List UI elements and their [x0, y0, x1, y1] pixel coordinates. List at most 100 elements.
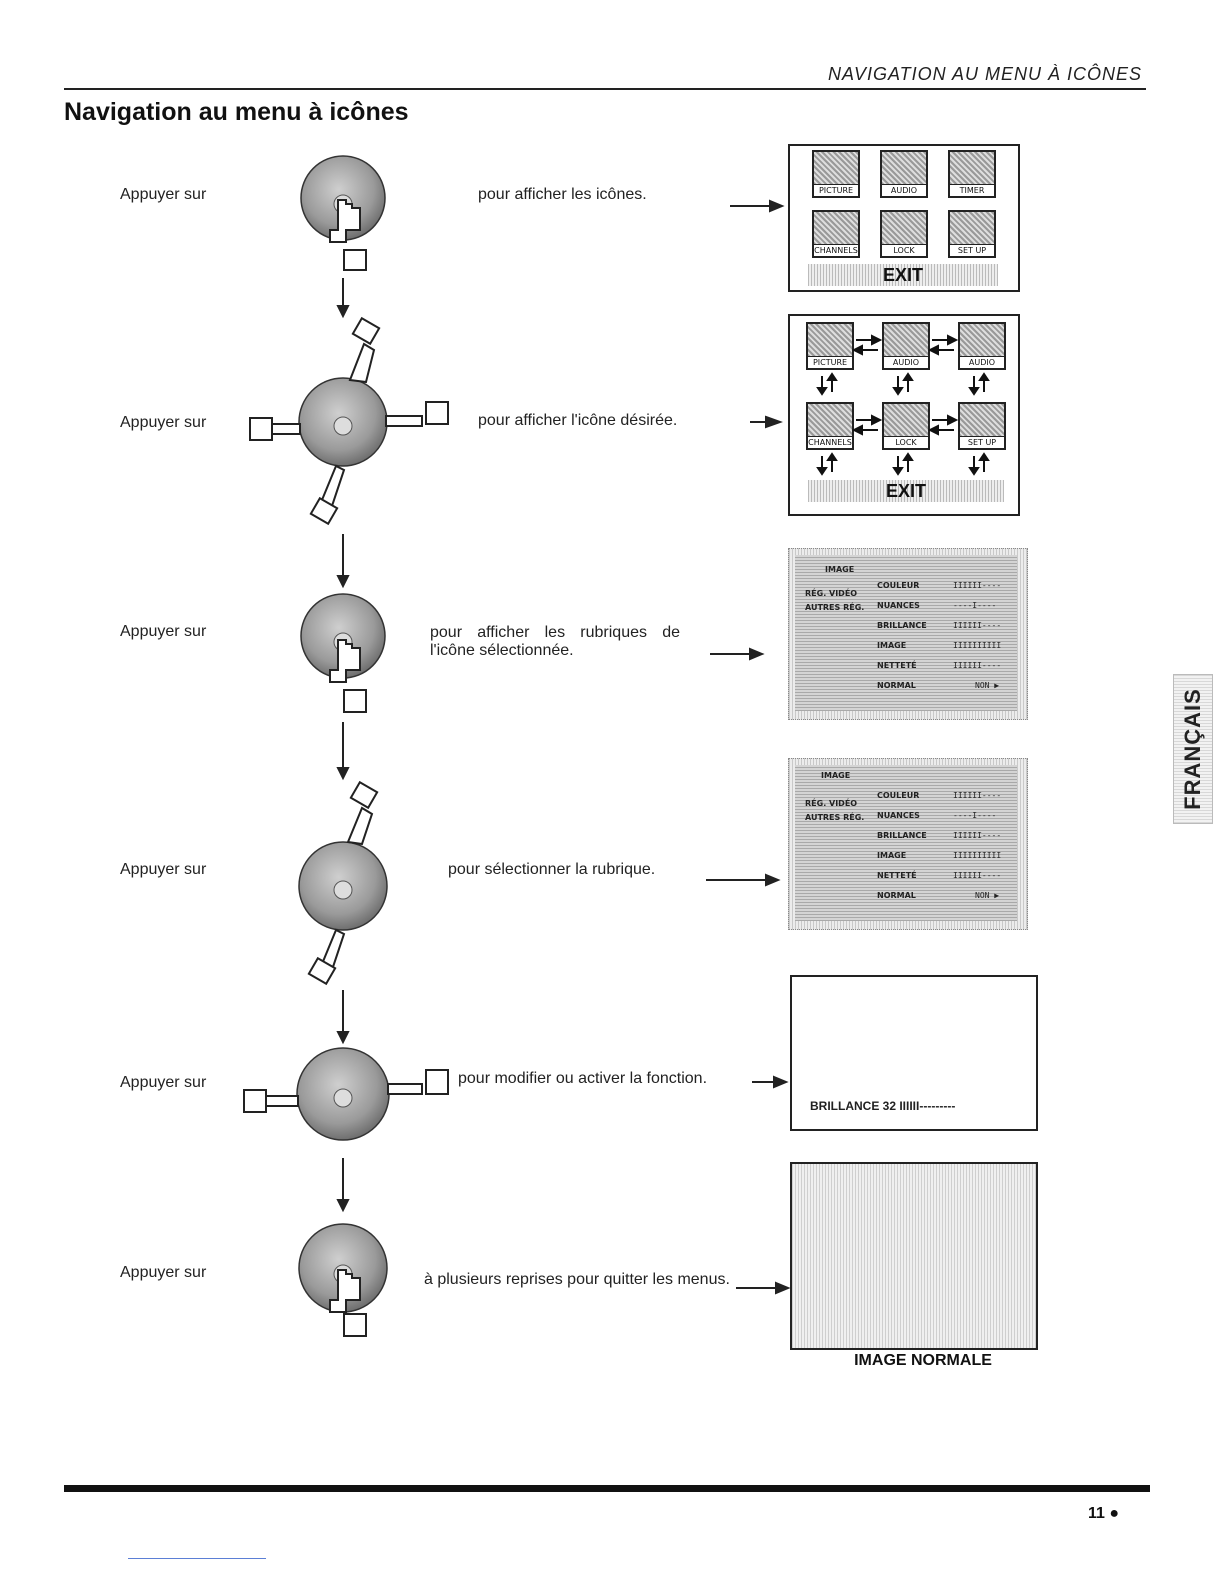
lock-label: LOCK: [882, 244, 926, 256]
menu-row-brillance: BRILLANCE: [877, 621, 927, 630]
left-hand-icon: [249, 417, 301, 441]
image-menu-screen: IMAGE RÉG. VIDÉO AUTRES RÉG. COULEUR III…: [788, 548, 1028, 720]
menu-row-nuances-2: NUANCES: [877, 811, 920, 820]
remote-disc-5: [296, 1047, 390, 1141]
menu-row-nettete-2: NETTETÉ: [877, 871, 917, 880]
step-3-text: pour afficher les rubriques de l'icône s…: [430, 624, 680, 659]
screen-arrow-4: [706, 873, 781, 887]
menu-row-nuances: NUANCES: [877, 601, 920, 610]
lock-icon: LOCK: [880, 210, 928, 258]
nav-arrows: [816, 334, 990, 476]
step-6-text: à plusieurs reprises pour quitter les me…: [424, 1271, 730, 1288]
step-2-label: Appuyer sur: [120, 414, 207, 431]
header-rule: [64, 88, 1146, 90]
audio-icon-2: AUDIO: [882, 322, 930, 370]
menu-row-image: IMAGE: [877, 641, 907, 650]
channels-icon: CHANNELS: [812, 210, 860, 258]
menu-val-couleur-2: IIIIII----: [953, 791, 1002, 800]
menu-row-nettete: NETTETÉ: [877, 661, 917, 670]
menu-tab-image-2: IMAGE: [821, 771, 851, 780]
menu-tab-image: IMAGE: [825, 565, 855, 574]
menu-val-nuances-2: ----I----: [953, 811, 997, 820]
menu-row-couleur-2: COULEUR: [877, 791, 920, 800]
language-tab-label: FRANÇAIS: [1180, 688, 1205, 810]
setup-label-2: SET UP: [960, 436, 1004, 448]
menu-val-image-2: IIIIIIIIII: [953, 851, 1002, 860]
brillance-readout: BRILLANCE 32 IIIIII---------: [810, 1099, 956, 1113]
menu-val-nuances: ----I----: [953, 601, 997, 610]
step-1-text: pour afficher les icônes.: [478, 186, 647, 203]
bottom-link-underline: [128, 1558, 266, 1559]
language-tab: FRANÇAIS: [1173, 674, 1213, 824]
setup-label: SET UP: [950, 244, 994, 256]
remote-disc-3: [300, 593, 386, 679]
menu-val-normal-2: NON ▶: [975, 891, 1000, 900]
step-5-label: Appuyer sur: [120, 1074, 207, 1091]
exit-bar-2: EXIT: [808, 480, 1004, 502]
menu-tab-video: RÉG. VIDÉO: [805, 589, 858, 598]
flow-arrow-4: [336, 990, 350, 1045]
channels-icon-2: CHANNELS: [806, 402, 854, 450]
image-menu-screen-2: IMAGE RÉG. VIDÉO AUTRES RÉG. COULEUR III…: [788, 758, 1028, 930]
step-4-text: pour sélectionner la rubrique.: [448, 861, 656, 878]
screen-arrow-5: [752, 1075, 789, 1089]
step-5-text: pour modifier ou activer la fonction.: [458, 1070, 708, 1087]
menu-tab-other-2: AUTRES RÉG.: [805, 813, 865, 822]
audio-label: AUDIO: [882, 184, 926, 196]
audio-label-2: AUDIO: [884, 356, 928, 368]
normal-picture-caption: IMAGE NORMALE: [854, 1352, 992, 1369]
menu-val-brillance: IIIIII----: [953, 621, 1002, 630]
step-6-label: Appuyer sur: [120, 1264, 207, 1281]
screen-arrow-3: [710, 647, 765, 661]
menu-val-image: IIIIIIIIII: [953, 641, 1002, 650]
menu-row-normal: NORMAL: [877, 681, 916, 690]
running-head: Navigation au menu à icônes: [827, 64, 1142, 84]
picture-label: PICTURE: [814, 184, 858, 196]
menu-row-normal-2: NORMAL: [877, 891, 916, 900]
exit-bar: EXIT: [808, 264, 998, 286]
flow-arrow-3: [336, 722, 350, 781]
image-menu-panel-2: IMAGE RÉG. VIDÉO AUTRES RÉG. COULEUR III…: [795, 765, 1017, 921]
page-title: Navigation au menu à icônes: [64, 98, 409, 126]
pressing-hand-icon-2: [329, 639, 367, 713]
screen-arrow-2: [750, 415, 783, 429]
setup-icon: SET UP: [948, 210, 996, 258]
footer-rule: [64, 1485, 1150, 1492]
step-4-label: Appuyer sur: [120, 861, 207, 878]
picture-icon: PICTURE: [812, 150, 860, 198]
remote-disc-4: [298, 841, 388, 931]
audio-label-3: AUDIO: [960, 356, 1004, 368]
menu-val-nettete: IIIIII----: [953, 661, 1002, 670]
picture-icon-2: PICTURE: [806, 322, 854, 370]
channels-label: CHANNELS: [814, 244, 858, 256]
menu-tab-video-2: RÉG. VIDÉO: [805, 799, 858, 808]
normal-picture-screen: [790, 1162, 1038, 1350]
brillance-screen: BRILLANCE 32 IIIIII---------: [790, 975, 1038, 1131]
down-hand-icon-2: [307, 928, 346, 986]
flow-arrow-5: [336, 1158, 350, 1213]
lock-icon-2: LOCK: [882, 402, 930, 450]
icon-menu-screen: PICTURE AUDIO TIMER CHANNELS LOCK SET UP…: [788, 144, 1020, 292]
flow-arrow-2: [336, 534, 350, 589]
menu-val-brillance-2: IIIIII----: [953, 831, 1002, 840]
flow-arrow-1: [336, 278, 350, 319]
timer-icon: TIMER: [948, 150, 996, 198]
up-hand-icon: [348, 316, 381, 384]
screen-arrow-1: [730, 199, 785, 213]
remote-disc-2: [298, 377, 388, 467]
lock-label-2: LOCK: [884, 436, 928, 448]
setup-icon-2: SET UP: [958, 402, 1006, 450]
screen-arrow-6: [736, 1281, 791, 1295]
audio-icon: AUDIO: [880, 150, 928, 198]
picture-label-2: PICTURE: [808, 356, 852, 368]
menu-tab-other: AUTRES RÉG.: [805, 603, 865, 612]
pressing-hand-icon-3: [329, 1269, 367, 1337]
image-menu-panel: IMAGE RÉG. VIDÉO AUTRES RÉG. COULEUR III…: [795, 555, 1017, 711]
menu-row-image-2: IMAGE: [877, 851, 907, 860]
audio-icon-3: AUDIO: [958, 322, 1006, 370]
right-hand-icon-2: [387, 1069, 449, 1095]
menu-row-brillance-2: BRILLANCE: [877, 831, 927, 840]
icon-nav-screen: PICTURE AUDIO AUDIO CHANNELS LOCK SET UP: [788, 314, 1020, 516]
menu-val-couleur: IIIIII----: [953, 581, 1002, 590]
